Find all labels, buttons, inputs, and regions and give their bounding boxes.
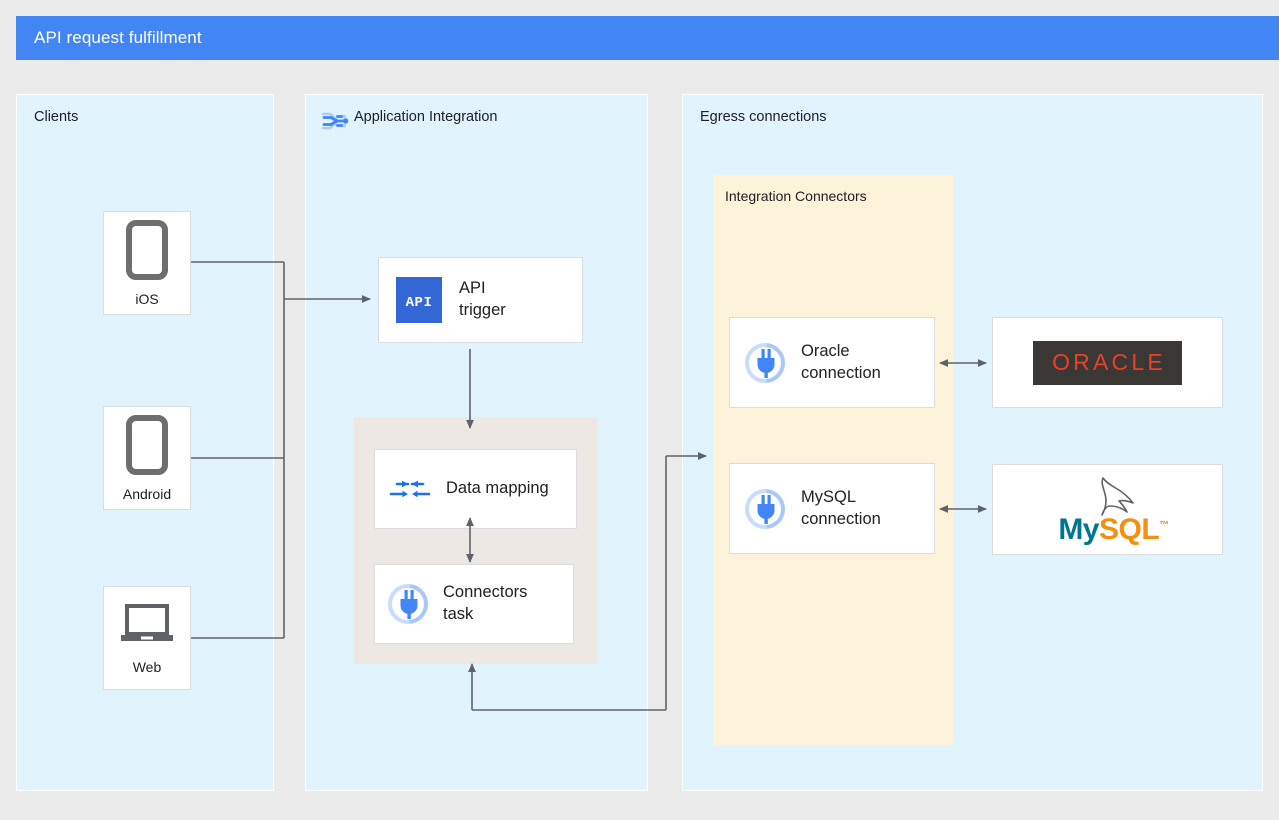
panel-egress-title: Egress connections xyxy=(700,109,827,125)
card-connectors-task-label: Connectors task xyxy=(443,583,528,623)
mysql-word-primary: My xyxy=(1058,512,1099,546)
subpanel-integration-connectors-title: Integration Connectors xyxy=(725,188,867,204)
card-api-trigger-label: API trigger xyxy=(459,279,506,319)
laptop-icon xyxy=(119,602,175,653)
data-mapping-icon xyxy=(388,474,432,504)
page-title: API request fulfillment xyxy=(34,28,202,47)
api-badge-icon: API xyxy=(396,277,442,323)
panel-clients: Clients iOS Android xyxy=(16,94,274,791)
client-card-android[interactable]: Android xyxy=(103,406,191,510)
oracle-logo: ORACLE xyxy=(1033,340,1182,385)
card-oracle-backend[interactable]: ORACLE xyxy=(992,317,1223,408)
mobile-phone-icon xyxy=(125,414,169,480)
connector-plug-icon xyxy=(742,340,788,386)
card-api-trigger[interactable]: API API trigger xyxy=(378,257,583,343)
mobile-phone-icon xyxy=(125,219,169,285)
subpanel-integration-tasks: Data mapping Connectors task xyxy=(354,417,597,664)
card-oracle-connection[interactable]: Oracle connection xyxy=(729,317,935,408)
mysql-logo: MySQL™ xyxy=(1058,475,1169,546)
connector-plug-icon xyxy=(742,486,788,532)
card-data-mapping-label: Data mapping xyxy=(446,479,549,498)
client-label-android: Android xyxy=(122,485,172,502)
dolphin-icon xyxy=(1101,476,1135,516)
card-oracle-connection-label: Oracle connection xyxy=(801,341,881,382)
client-label-ios: iOS xyxy=(135,290,159,307)
client-label-web: Web xyxy=(132,658,162,675)
card-data-mapping[interactable]: Data mapping xyxy=(374,449,577,529)
header-banner: API request fulfillment xyxy=(16,16,1279,60)
subpanel-integration-connectors: Integration Connectors Oracle connection xyxy=(713,175,953,745)
panel-clients-title: Clients xyxy=(34,109,79,125)
card-connectors-task[interactable]: Connectors task xyxy=(374,564,574,644)
mysql-word-secondary: SQL xyxy=(1099,512,1160,546)
client-card-ios[interactable]: iOS xyxy=(103,211,191,315)
application-integration-icon xyxy=(320,107,350,135)
card-mysql-backend[interactable]: MySQL™ xyxy=(992,464,1223,555)
panel-application-integration: Application Integration API API trigger xyxy=(305,94,648,791)
card-mysql-connection[interactable]: MySQL connection xyxy=(729,463,935,554)
panel-egress-connections: Egress connections Integration Connector… xyxy=(682,94,1263,791)
svg-text:API: API xyxy=(406,295,433,311)
client-card-web[interactable]: Web xyxy=(103,586,191,690)
mysql-trademark: ™ xyxy=(1159,519,1169,531)
panel-application-integration-title: Application Integration xyxy=(354,109,498,125)
card-mysql-connection-label: MySQL connection xyxy=(801,487,881,528)
connector-plug-icon xyxy=(385,581,431,627)
